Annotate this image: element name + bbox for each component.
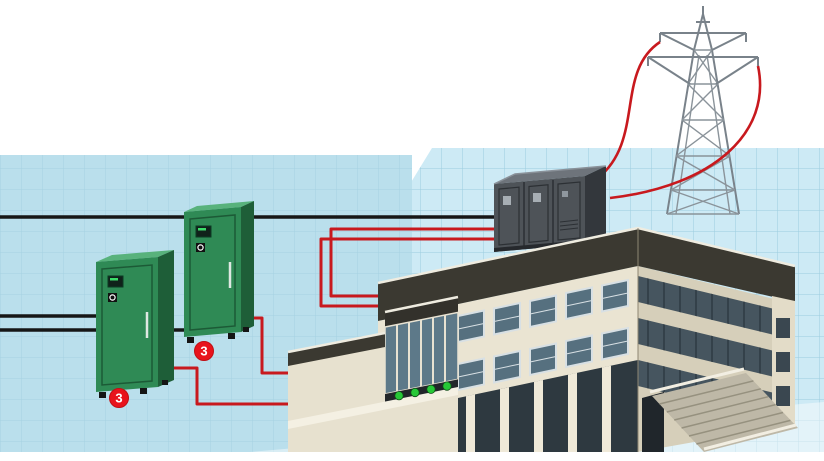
generator-rear-front — [184, 207, 241, 337]
building-right-parapet — [638, 228, 795, 302]
switchgear-top — [494, 166, 606, 184]
callout-badge-rear-label: 3 — [200, 344, 207, 359]
column — [534, 380, 543, 452]
column — [466, 394, 475, 452]
column — [568, 372, 577, 452]
switchgear-front — [494, 176, 585, 252]
brand-logo-c — [197, 244, 204, 251]
generator-rear-foot — [243, 327, 249, 332]
green-lamp — [410, 387, 420, 398]
tower-horizontal-braces — [667, 49, 739, 215]
switchgear-door-panels — [498, 181, 581, 246]
generator-rear-side — [241, 201, 254, 332]
generator-front-foot — [162, 380, 168, 385]
red-cable-switchgear-1 — [329, 227, 499, 298]
generator-front-foot — [140, 388, 147, 394]
building-windows — [457, 278, 629, 392]
callout-badges: 3 3 — [109, 341, 214, 408]
generator-front-top — [96, 250, 174, 262]
transmission-tower — [647, 6, 759, 215]
pier-window-1 — [776, 318, 790, 338]
red-cable-generator-front — [173, 366, 292, 406]
wing-white-band — [288, 387, 458, 429]
wing-left-parapet — [288, 333, 385, 366]
column — [500, 387, 509, 452]
tower-peak — [696, 6, 710, 23]
switchgear-door-dividers — [523, 180, 554, 249]
generator-cabinet-front — [96, 250, 174, 398]
generator-cabinet-rear — [184, 201, 254, 343]
brand-logo-icon — [196, 243, 205, 252]
callout-badge-front-label: 3 — [115, 391, 122, 406]
callout-badge-front — [109, 388, 129, 408]
generator-rear-foot — [187, 337, 194, 343]
generator-rear-door — [189, 214, 236, 331]
generator-rear-foot — [228, 333, 235, 339]
utility-line-1 — [597, 40, 661, 180]
building-stairs — [649, 367, 798, 452]
switchgear-side — [585, 166, 606, 244]
switchgear-display-1 — [503, 196, 511, 205]
generator-front-display-text — [110, 278, 118, 281]
switchgear-display-2 — [533, 193, 541, 202]
wing-glass-capline — [384, 295, 459, 314]
pier-window-3 — [776, 386, 790, 406]
generator-front-foot — [99, 392, 106, 398]
utility-power-lines — [597, 40, 762, 200]
tower-upper-crossarm — [659, 32, 747, 51]
building-side-door — [642, 392, 664, 452]
generator-rear-top — [184, 201, 254, 212]
switchgear-top-edge — [493, 165, 607, 185]
generator-front-front — [96, 257, 158, 392]
stair-railing-bottom — [703, 423, 797, 451]
green-lamp — [442, 381, 452, 391]
brand-logo-c — [109, 294, 116, 301]
callout-badge-rear — [194, 341, 214, 361]
green-lamp — [394, 391, 404, 401]
tower-lower-crossarm — [647, 56, 759, 85]
stair-railing-top — [649, 367, 745, 394]
pier-window-2 — [776, 352, 790, 372]
generator-front-side — [158, 250, 174, 387]
generator-front-display — [107, 275, 124, 288]
tower-inner-legs — [675, 54, 731, 215]
building-front-parapet — [378, 228, 638, 321]
wing-left-capline — [287, 331, 386, 354]
switchgear-vents — [559, 219, 579, 231]
building-lower-wing — [288, 297, 459, 452]
green-lamp — [426, 384, 436, 394]
switchgear-display-3 — [562, 191, 568, 197]
building-entrance-colonnade — [458, 360, 638, 452]
generator-front-door — [101, 264, 153, 386]
wing-mullions — [396, 315, 446, 392]
status-lamps — [394, 381, 452, 401]
column — [602, 365, 611, 452]
red-cable-switchgear-2 — [319, 237, 499, 308]
utility-line-2 — [609, 65, 762, 200]
generator-rear-display-text — [198, 228, 206, 231]
wing-glass-parapet — [385, 297, 458, 327]
brand-logo-icon — [108, 293, 117, 302]
generator-rear-display — [195, 225, 212, 238]
commercial-building — [287, 226, 798, 452]
